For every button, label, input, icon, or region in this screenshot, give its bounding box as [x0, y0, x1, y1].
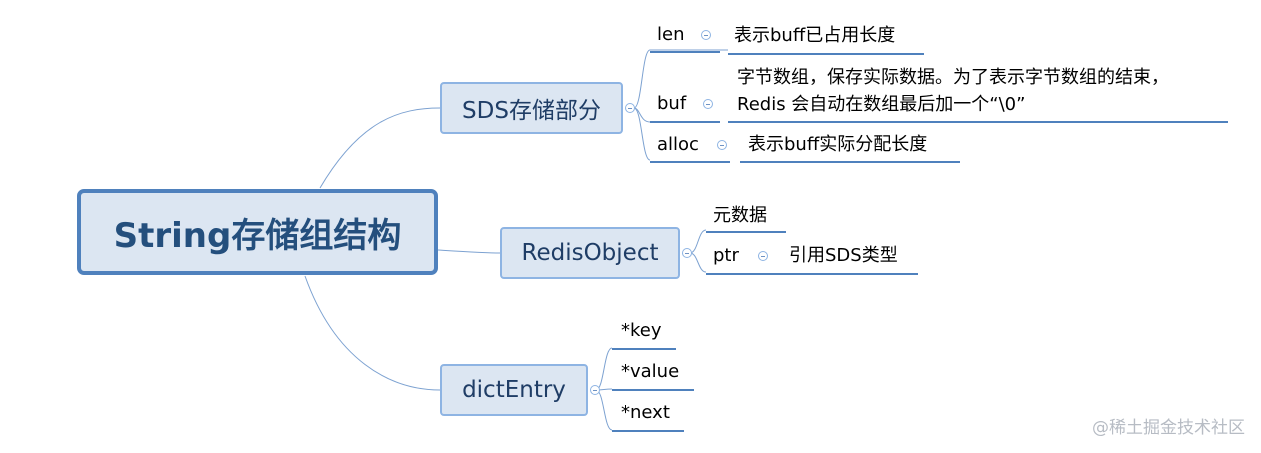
sds-alloc-desc-underline: [740, 161, 960, 163]
redisobject-node[interactable]: RedisObject: [500, 227, 680, 279]
redisobject-ptr-collapse-icon[interactable]: [758, 251, 768, 261]
dictentry-node[interactable]: dictEntry: [440, 364, 588, 416]
sds-buf-desc-line2: Redis 会自动在数组最后加一个“\0”: [737, 94, 1026, 115]
connector-ro-meta: [689, 229, 707, 254]
redisobject-ptr-underline: [706, 273, 778, 275]
sds-len-underline: [650, 51, 720, 53]
dictentry-key-underline: [612, 348, 676, 350]
sds-len-desc-underline: [728, 53, 924, 55]
sds-len-collapse-icon[interactable]: [701, 30, 711, 40]
sds-buf-collapse-icon[interactable]: [703, 99, 713, 109]
redisobject-ptr-label: ptr: [713, 245, 739, 266]
redisobject-ptr-desc-underline: [778, 273, 918, 275]
connector-root-dictentry: [304, 275, 441, 391]
root-title: String存储组结构: [113, 215, 402, 256]
redisobject-metadata-label: 元数据: [713, 205, 767, 226]
redisobject-title: RedisObject: [521, 240, 659, 266]
sds-buf-desc-underline: [728, 121, 1228, 123]
watermark: @稀土掘金技术社区: [1092, 418, 1245, 438]
connector-sds-alloc: [633, 107, 651, 161]
connector-sds-len: [633, 49, 728, 109]
sds-alloc-label: alloc: [657, 134, 699, 155]
redisobject-metadata-underline: [706, 231, 786, 233]
dictentry-key-label: *key: [621, 320, 662, 341]
root-node[interactable]: String存储组结构: [77, 189, 438, 275]
connector-root-redisobject: [437, 249, 501, 254]
sds-alloc-underline: [650, 161, 730, 163]
sds-alloc-collapse-icon[interactable]: [717, 140, 727, 150]
dictentry-value-underline: [612, 389, 694, 391]
dictentry-next-label: *next: [621, 402, 670, 423]
dictentry-collapse-icon[interactable]: [590, 385, 600, 395]
sds-alloc-desc: 表示buff实际分配长度: [748, 134, 928, 155]
sds-node[interactable]: SDS存储部分: [440, 82, 623, 134]
sds-collapse-icon[interactable]: [625, 103, 635, 113]
dictentry-title: dictEntry: [462, 377, 566, 403]
sds-len-label: len: [657, 24, 685, 45]
redisobject-collapse-icon[interactable]: [682, 248, 692, 258]
sds-buf-label: buf: [657, 93, 687, 114]
dictentry-next-underline: [612, 430, 684, 432]
dictentry-value-label: *value: [621, 361, 680, 382]
connector-root-sds: [319, 107, 441, 189]
connector-de-next: [595, 389, 613, 431]
sds-buf-desc-line1: 字节数组，保存实际数据。为了表示字节数组的结束，: [737, 67, 1169, 88]
connector-de-key: [595, 347, 613, 391]
sds-len-desc: 表示buff已占用长度: [734, 25, 896, 46]
redisobject-ptr-desc: 引用SDS类型: [789, 245, 898, 266]
sds-title: SDS存储部分: [462, 98, 601, 124]
connector-ro-ptr: [689, 252, 707, 273]
sds-buf-underline: [650, 121, 720, 123]
